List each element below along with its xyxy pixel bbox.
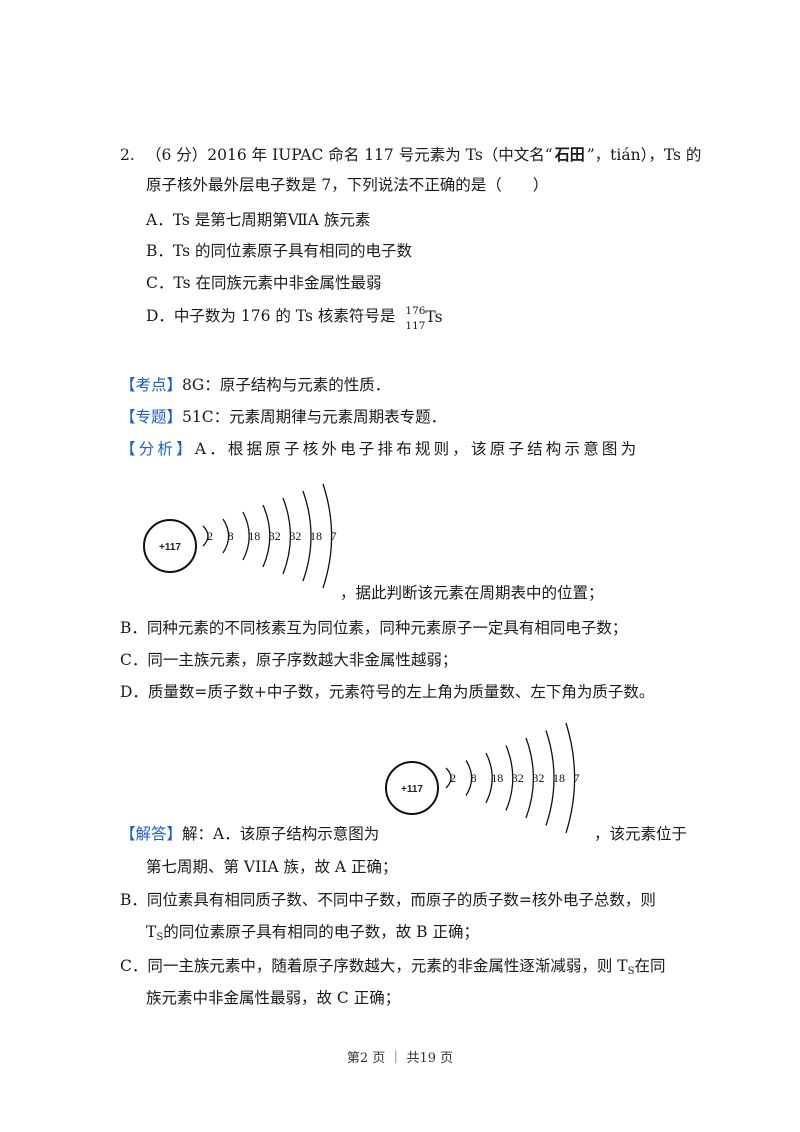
- zhuanti-text: 51C：元素周期律与元素周期表专题．: [182, 408, 447, 426]
- ts-subscript: S: [627, 966, 635, 977]
- nucleus-label: +117: [159, 542, 181, 553]
- nucleus-label: +117: [401, 784, 423, 795]
- nucleus-circle: [143, 519, 197, 573]
- electron-shell-arc: [545, 730, 555, 826]
- electron-shell-arc: [302, 490, 312, 582]
- electron-shell-arc: [262, 504, 271, 568]
- fenxi-tag: 【分析】: [120, 440, 195, 458]
- kaodian-line: 【考点】8G：原子结构与元素的性质．: [120, 374, 390, 396]
- electron-count: 8: [471, 771, 477, 785]
- kaodian-tag: 【考点】: [120, 376, 183, 394]
- nucleus-circle: [385, 761, 439, 815]
- fenxi-d: D．质量数=质子数+中子数，元素符号的左上角为质量数、左下角为质子数。: [120, 683, 655, 701]
- electron-count: 7: [574, 771, 580, 785]
- electron-count: 18: [248, 529, 260, 543]
- electron-shell-arc: [282, 497, 291, 575]
- atom-structure-diagram-1: +117 2 8 18 32 32 18 7: [143, 483, 337, 589]
- electron-shell-arc: [202, 525, 209, 547]
- jieda-c2: 族元素中非金属性最弱，故 C 正确；: [146, 989, 401, 1007]
- electron-count: 18: [553, 771, 565, 785]
- electron-count: 32: [269, 529, 281, 543]
- fenxi-line1: 【分析】A．根据原子核外电子排布规则，该原子结构示意图为: [120, 438, 639, 460]
- ts-symbol: T: [146, 923, 157, 941]
- electron-shell-arc: [445, 767, 452, 789]
- fenxi-c: C．同一主族元素，原子序数越大非金属性越弱；: [120, 651, 458, 669]
- nuclide-mass: 176: [405, 305, 426, 317]
- kaodian-text: 8G：原子结构与元素的性质．: [182, 376, 391, 394]
- jieda-b1: B．同位素具有相同质子数、不同中子数，而原子的质子数=核外电子总数，则: [120, 891, 656, 909]
- electron-count: 18: [310, 529, 322, 543]
- electron-shell-arc: [565, 722, 576, 833]
- option-b: B．Ts 的同位素原子具有相同的电子数: [146, 242, 412, 260]
- nuclide-element: Ts: [425, 308, 443, 326]
- jieda-b2-text: 的同位素原子具有相同的电子数，故 B 正确；: [163, 923, 479, 941]
- jieda-c1-end: 在同: [634, 957, 666, 975]
- electron-shell-arc: [505, 745, 514, 811]
- jieda-line1-end: ，该元素位于: [594, 825, 688, 843]
- page-footer: 第2 页 ｜ 共19 页: [346, 1051, 454, 1066]
- jieda-c1-text: C．同一主族元素中，随着原子序数越大，元素的非金属性逐渐减弱，则 T: [120, 957, 628, 975]
- atom-structure-diagram-2: +117 2 8 18 32 32 18 7: [385, 722, 580, 833]
- electron-count: 32: [512, 771, 524, 785]
- electron-count: 32: [289, 529, 301, 543]
- question-number: 2.: [120, 146, 135, 164]
- ts-subscript: S: [156, 932, 164, 943]
- stem-text-end: ”，tián），Ts 的: [586, 146, 702, 164]
- jieda-line1: 【解答】解：A．该原子结构示意图为: [120, 823, 379, 845]
- electron-shells: 2 8 18 32 32 18 7: [202, 483, 337, 589]
- jieda-line2: 第七周期、第 VIIA 族，故 A 正确；: [146, 858, 398, 876]
- jieda-text: 解：A．该原子结构示意图为: [182, 825, 380, 843]
- fenxi-after-diagram: ，据此判断该元素在周期表中的位置；: [340, 584, 604, 602]
- electron-shell-arc: [485, 752, 493, 804]
- fenxi-b: B．同种元素的不同核素互为同位素，同种元素原子一定具有相同电子数；: [120, 619, 628, 637]
- electron-count: 8: [228, 529, 234, 543]
- option-c: C．Ts 在同族元素中非金属性最弱: [146, 274, 382, 292]
- tian-character: 石田: [554, 145, 585, 165]
- electron-count: 18: [491, 771, 503, 785]
- question-stem-line1: （6 分）2016 年 IUPAC 命名 117 号元素为 Ts（中文名“石田”…: [146, 144, 701, 166]
- fenxi-text: A．根据原子核外电子排布规则，该原子结构示意图为: [194, 440, 640, 458]
- electron-shells: 2 8 18 32 32 18 7: [445, 722, 580, 833]
- zhuanti-tag: 【专题】: [120, 408, 183, 426]
- electron-shell-arc: [465, 760, 473, 796]
- jieda-c1: C．同一主族元素中，随着原子序数越大，元素的非金属性逐渐减弱，则 TS在同: [120, 955, 666, 983]
- question-stem-line2: 原子核外最外层电子数是 7，下列说法不正确的是（ ）: [146, 176, 549, 194]
- zhuanti-line: 【专题】51C：元素周期律与元素周期表专题．: [120, 406, 446, 428]
- stem-text: （6 分）2016 年 IUPAC 命名 117 号元素为 Ts（中文名“: [146, 146, 553, 164]
- electron-count: 2: [450, 771, 456, 785]
- jieda-b2: TS的同位素原子具有相同的电子数，故 B 正确；: [146, 921, 479, 949]
- nuclide-proton: 117: [405, 320, 426, 332]
- electron-shell-arc: [525, 737, 535, 819]
- option-a: A．Ts 是第七周期第ⅦA 族元素: [146, 211, 371, 229]
- electron-count: 32: [532, 771, 544, 785]
- electron-shell-arc: [322, 483, 333, 589]
- electron-count: 2: [207, 529, 213, 543]
- electron-shell-arc: [242, 511, 250, 561]
- option-d-text: D．中子数为 176 的 Ts 核素符号是: [146, 307, 396, 325]
- electron-shell-arc: [222, 518, 230, 554]
- jieda-tag: 【解答】: [120, 825, 183, 843]
- electron-count: 7: [331, 529, 337, 543]
